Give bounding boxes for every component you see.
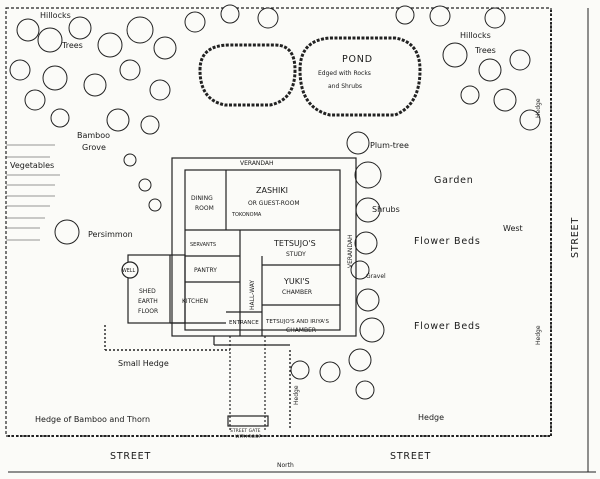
label-trees-left: Trees [61, 41, 83, 50]
label-hillocks-left: Hillocks [40, 11, 71, 20]
label-flower-beds-1: Flower Beds [414, 236, 481, 247]
room-servants: SERVANTS [190, 242, 216, 248]
label-persimmon: Persimmon [88, 230, 133, 239]
room-hallway: HALL-WAY [249, 280, 256, 310]
label-pond: POND [342, 54, 373, 65]
label-shrubs: Shrubs [372, 205, 400, 214]
room-tetsujo-study-1: TETSUJO'S [273, 239, 316, 248]
house [121, 157, 357, 430]
label-vegetables: Vegetables [10, 161, 54, 170]
room-dining-1: DINING [191, 195, 213, 202]
room-dining-2: ROOM [195, 205, 214, 212]
label-hedge-bamboo-thorn: Hedge of Bamboo and Thorn [35, 415, 150, 424]
map-labels: Hillocks Trees Hillocks Trees POND Edged… [10, 11, 581, 469]
room-tetsujo-iriya-1: TETSUJO'S AND IRIYA'S [265, 319, 330, 325]
room-tokonoma: TOKONOMA [231, 212, 262, 218]
room-well: WELL [122, 268, 135, 274]
label-gravel: Gravel [366, 273, 386, 280]
room-shed-1: SHED [139, 288, 156, 295]
room-labels: VERANDAH VERANDAH DINING ROOM ZASHIKI OR… [122, 160, 354, 334]
label-trees-right: Trees [474, 46, 496, 55]
label-hedge-right-top: Hedge [535, 98, 542, 118]
room-entrance: ENTRANCE [229, 320, 259, 326]
label-flower-beds-2: Flower Beds [414, 321, 481, 332]
room-verandah-side: VERANDAH [347, 234, 354, 268]
room-pantry: PANTRY [194, 267, 217, 274]
boundary-hedges [5, 7, 596, 473]
label-hedge-right-bottom: Hedge [535, 325, 542, 345]
tree-clusters [9, 4, 541, 400]
label-pond-desc1: Edged with Rocks [318, 70, 371, 77]
label-street-bottom-right: STREET [390, 451, 431, 462]
label-small-hedge: Small Hedge [118, 359, 169, 368]
room-kitchen: KITCHEN [182, 298, 208, 305]
room-tetsujo-study-2: STUDY [286, 251, 306, 258]
room-shed-2: EARTH [138, 298, 158, 305]
room-yuki-1: YUKI'S [283, 277, 310, 286]
room-tetsujo-iriya-2: CHAMBER [286, 327, 316, 334]
label-garden: Garden [434, 175, 474, 186]
label-hedge-near-gate: Hedge [293, 385, 300, 405]
label-hillocks-right: Hillocks [460, 31, 491, 40]
room-zashiki-2: OR GUEST-ROOM [248, 200, 300, 207]
label-bamboo-grove-2: Grove [82, 143, 106, 152]
label-street-gate-1: STREET GATE [230, 428, 261, 434]
room-verandah-top: VERANDAH [240, 160, 274, 167]
label-pond-desc2: and Shrubs [328, 83, 362, 90]
label-hedge-bottom-right: Hedge [418, 413, 444, 422]
label-street-bottom-left: STREET [110, 451, 151, 462]
room-shed-3: FLOOR [138, 308, 158, 315]
label-west: West [503, 224, 523, 233]
label-bamboo-grove-1: Bamboo [77, 131, 110, 140]
label-street-right: STREET [570, 217, 581, 258]
pond [198, 36, 422, 117]
room-zashiki-1: ZASHIKI [256, 186, 288, 195]
vegetable-beds [6, 144, 60, 241]
label-street-gate-2: WITH ROOF [235, 434, 262, 440]
room-yuki-2: CHAMBER [282, 289, 312, 296]
label-plum-tree: Plum-tree [370, 141, 409, 150]
label-north: North [277, 462, 294, 469]
